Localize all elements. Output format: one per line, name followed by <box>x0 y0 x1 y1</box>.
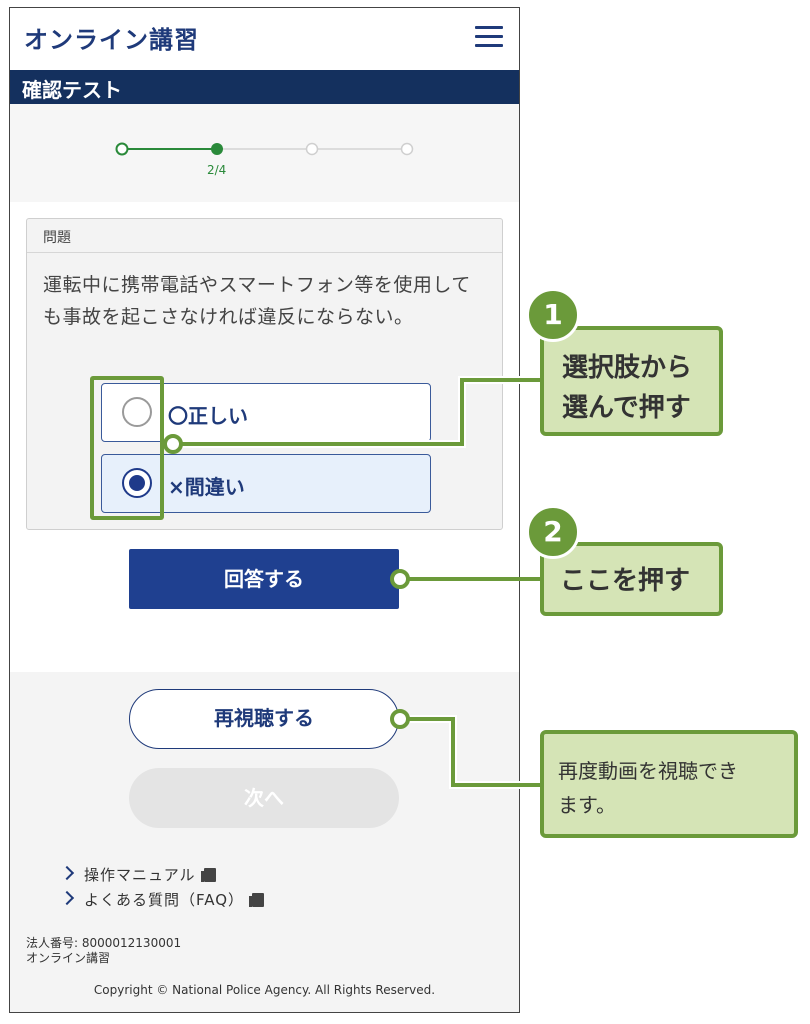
progress-label: 2/4 <box>207 163 227 177</box>
external-document-icon <box>249 893 265 907</box>
step1-number-badge: 1 <box>526 288 580 342</box>
next-button: 次へ <box>129 768 399 828</box>
section-title-bar: 確認テスト <box>10 70 519 104</box>
option-incorrect[interactable]: ×間違い <box>101 454 431 513</box>
copyright: Copyright © National Police Agency. All … <box>93 983 436 997</box>
option-label: ×間違い <box>168 475 245 499</box>
hamburger-menu-icon[interactable] <box>475 26 503 48</box>
callout-note-line1: 再度動画を視聴でき <box>558 759 738 783</box>
legal-info: 法人番号: 8000012130001 オンライン講習 <box>26 936 181 966</box>
radio-unchecked-icon[interactable] <box>122 397 152 427</box>
callout-rewatch-note: 再度動画を視聴でき ます。 <box>540 730 798 838</box>
progress-stepper: 2/4 <box>10 104 519 202</box>
progress-step-4 <box>400 142 414 156</box>
manual-link[interactable]: 操作マニュアル <box>59 864 216 885</box>
callout-step1-line1: 選択肢から <box>562 353 693 383</box>
chevron-right-icon <box>59 865 75 881</box>
section-title: 確認テスト <box>22 78 122 102</box>
chevron-right-icon <box>59 890 75 906</box>
radio-checked-icon[interactable] <box>122 468 152 498</box>
corp-number: 法人番号: 8000012130001 <box>26 936 182 950</box>
app-header: オンライン講習 <box>10 8 519 70</box>
progress-step-2 <box>211 143 223 155</box>
question-header: 問題 <box>27 219 502 253</box>
options-highlight-box <box>90 376 164 520</box>
org-name: オンライン講習 <box>26 951 111 965</box>
external-document-icon <box>200 868 216 882</box>
progress-step-1 <box>115 142 129 156</box>
progress-step-3 <box>305 142 319 156</box>
question-heading: 問題 <box>43 230 71 246</box>
manual-link-label: 操作マニュアル <box>84 866 196 884</box>
faq-link-label: よくある質問（FAQ） <box>84 891 245 909</box>
option-label: 〇正しい <box>168 404 248 428</box>
progress-stepper-graphic <box>115 142 414 156</box>
callout-step2-text: ここを押す <box>560 566 691 596</box>
callout-note-line2: ます。 <box>558 793 616 817</box>
callout-step1-line2: 選んで押す <box>562 393 691 423</box>
rewatch-button[interactable]: 再視聴する <box>129 689 399 749</box>
step2-number-badge: 2 <box>526 505 580 559</box>
question-text: 運転中に携帯電話やスマートフォン等を使用しても事故を起こさなければ違反にならない… <box>43 274 471 328</box>
answer-button[interactable]: 回答する <box>129 549 399 609</box>
callout-step2: ここを押す <box>540 542 723 616</box>
callout-step1: 選択肢から 選んで押す <box>540 326 723 436</box>
phone-frame: オンライン講習 確認テスト 2/4 問題 運転中に携帯電話やスマートフォン等を使… <box>9 7 520 1013</box>
app-title: オンライン講習 <box>24 26 199 54</box>
faq-link[interactable]: よくある質問（FAQ） <box>59 889 265 910</box>
